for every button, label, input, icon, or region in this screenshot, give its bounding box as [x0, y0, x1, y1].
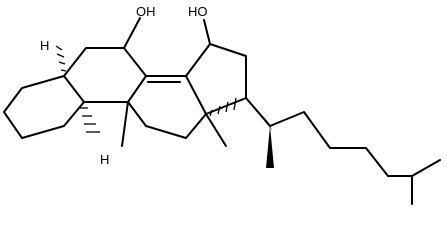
bond-c15-oh: [203, 19, 211, 45]
wedge-c17-c20: [246, 98, 272, 130]
bond-c7-oh: [123, 17, 141, 49]
hash-c5-h: [55, 45, 67, 72]
hash-c13-c17: [209, 97, 237, 117]
methyl-c13: [205, 113, 227, 147]
hash-c9-h: [80, 107, 100, 133]
ring-a: [3, 75, 85, 139]
oh-label-c7: OH: [136, 4, 156, 19]
side-chain: [245, 97, 441, 177]
ring-c: [127, 75, 207, 139]
chemical-structure: OH HO H H: [3, 4, 441, 205]
methyl-c10: [121, 101, 129, 147]
oh-label-c15: HO: [188, 4, 208, 19]
ring-d: [185, 43, 247, 115]
ring-b: [63, 47, 147, 103]
wedge-c20-methyl: [266, 126, 274, 168]
h-label-c9: H: [100, 152, 109, 167]
h-label-c5: H: [40, 38, 49, 53]
